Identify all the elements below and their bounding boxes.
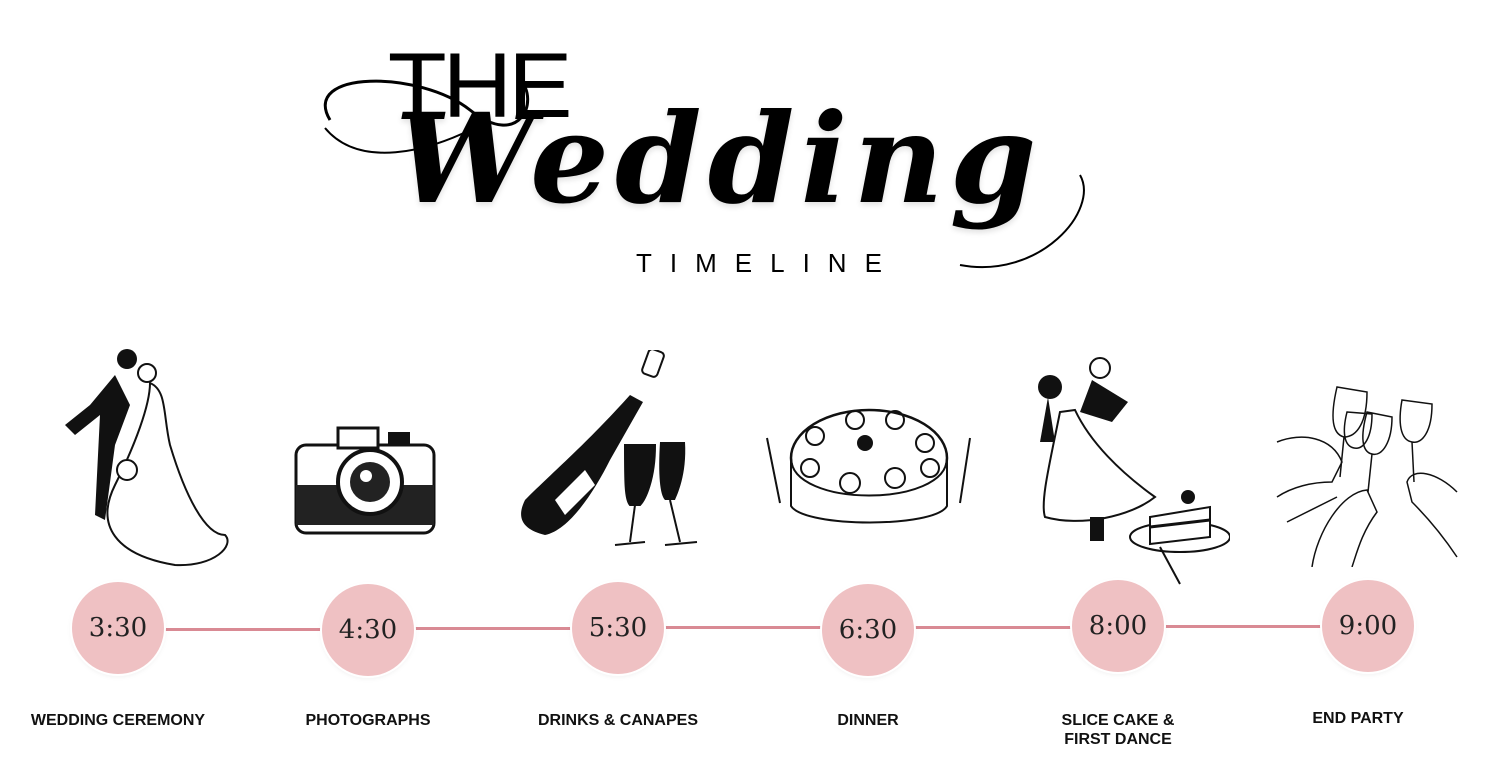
time-circle: 8:00 xyxy=(1072,580,1164,672)
title-subtitle: TIMELINE xyxy=(636,248,900,278)
toast-glasses-icon xyxy=(1276,386,1458,567)
title-wedding: Wedding xyxy=(395,87,1043,232)
camera-icon xyxy=(294,426,436,535)
timeline-connector xyxy=(1164,625,1324,628)
event-label: PHOTOGRAPHS xyxy=(305,712,431,729)
timeline-connector xyxy=(414,627,574,630)
timeline-connector xyxy=(664,626,824,629)
title-the: THE xyxy=(387,35,573,137)
time-circle: 6:30 xyxy=(822,584,914,676)
time-circle: 9:00 xyxy=(1322,580,1414,672)
title-block: THE Wedding TIMELINE xyxy=(0,0,1500,300)
event-label: WEDDING CEREMONY xyxy=(30,712,206,729)
event-label: DRINKS & CANAPES xyxy=(537,712,698,729)
dance-cake-icon xyxy=(1038,357,1230,585)
bride-groom-kiss-icon xyxy=(65,349,229,567)
time-circle: 3:30 xyxy=(72,582,164,674)
time-circle: 4:30 xyxy=(322,584,414,676)
timeline-connector xyxy=(914,626,1074,629)
title-flourish xyxy=(323,78,1085,268)
event-label: SLICE CAKE & FIRST DANCE xyxy=(1061,712,1175,748)
timeline-connector xyxy=(164,628,324,631)
time-circle: 5:30 xyxy=(572,582,664,674)
dinner-table-icon xyxy=(766,408,971,524)
event-label: END PARTY xyxy=(1312,710,1404,727)
event-label: DINNER xyxy=(837,712,899,729)
champagne-icon xyxy=(521,350,698,546)
